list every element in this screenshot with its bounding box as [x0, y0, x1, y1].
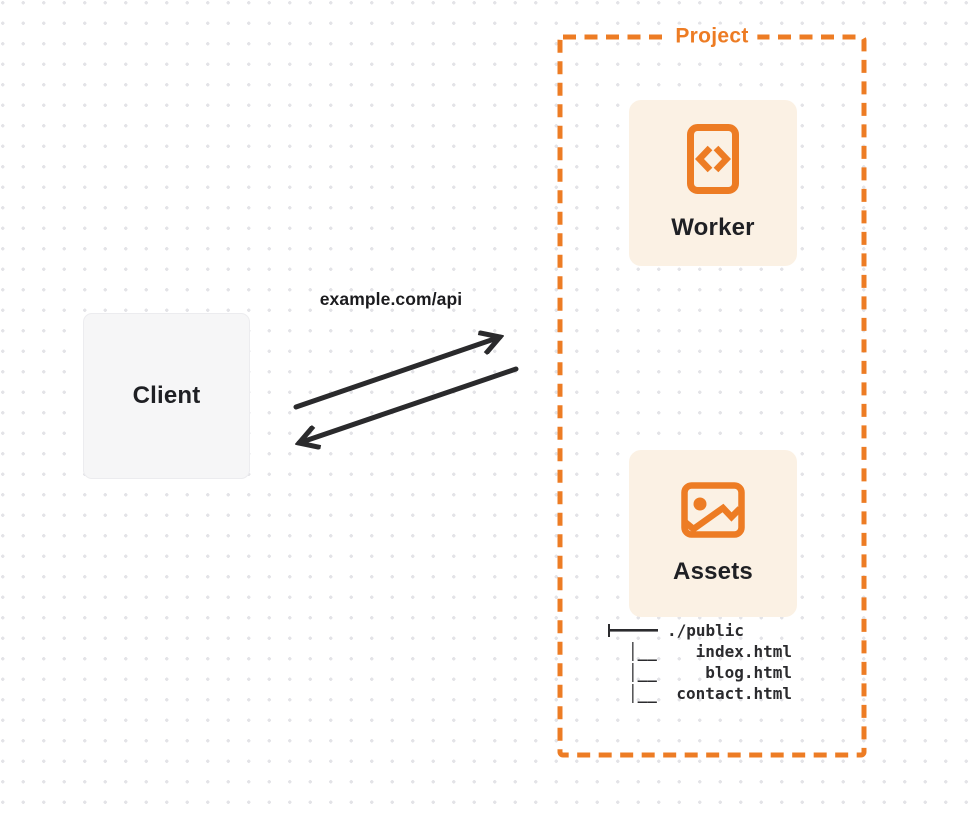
- file-name: contact.html: [676, 684, 792, 703]
- tree-child-glyph: │__: [628, 684, 657, 703]
- tree-root-label: ./public: [667, 621, 745, 640]
- tree-child-glyph: │__: [628, 663, 657, 682]
- file-tree-row: │__ index.html: [606, 641, 796, 662]
- worker-label: Worker: [671, 214, 755, 241]
- file-name: blog.html: [705, 663, 792, 682]
- assets-node: Assets: [629, 450, 797, 617]
- code-file-icon: [687, 124, 739, 194]
- file-tree-row: │__ contact.html: [606, 683, 796, 704]
- client-label: Client: [132, 382, 201, 409]
- client-node: Client: [83, 313, 250, 479]
- image-icon: [681, 481, 745, 538]
- response-arrow: [299, 366, 519, 443]
- worker-node: Worker: [629, 100, 797, 266]
- file-tree-root-row: ./public: [606, 620, 796, 641]
- file-tree-row: │__ blog.html: [606, 662, 796, 683]
- request-arrow: [293, 337, 500, 410]
- project-label: Project: [666, 24, 758, 49]
- assets-file-tree: ./public │__ index.html │__ blog.html │_…: [606, 620, 796, 704]
- tree-branch-glyph: [608, 624, 658, 637]
- assets-label: Assets: [673, 557, 753, 585]
- tree-child-glyph: │__: [628, 642, 657, 661]
- request-url-label: example.com/api: [319, 289, 463, 309]
- file-name: index.html: [695, 642, 792, 661]
